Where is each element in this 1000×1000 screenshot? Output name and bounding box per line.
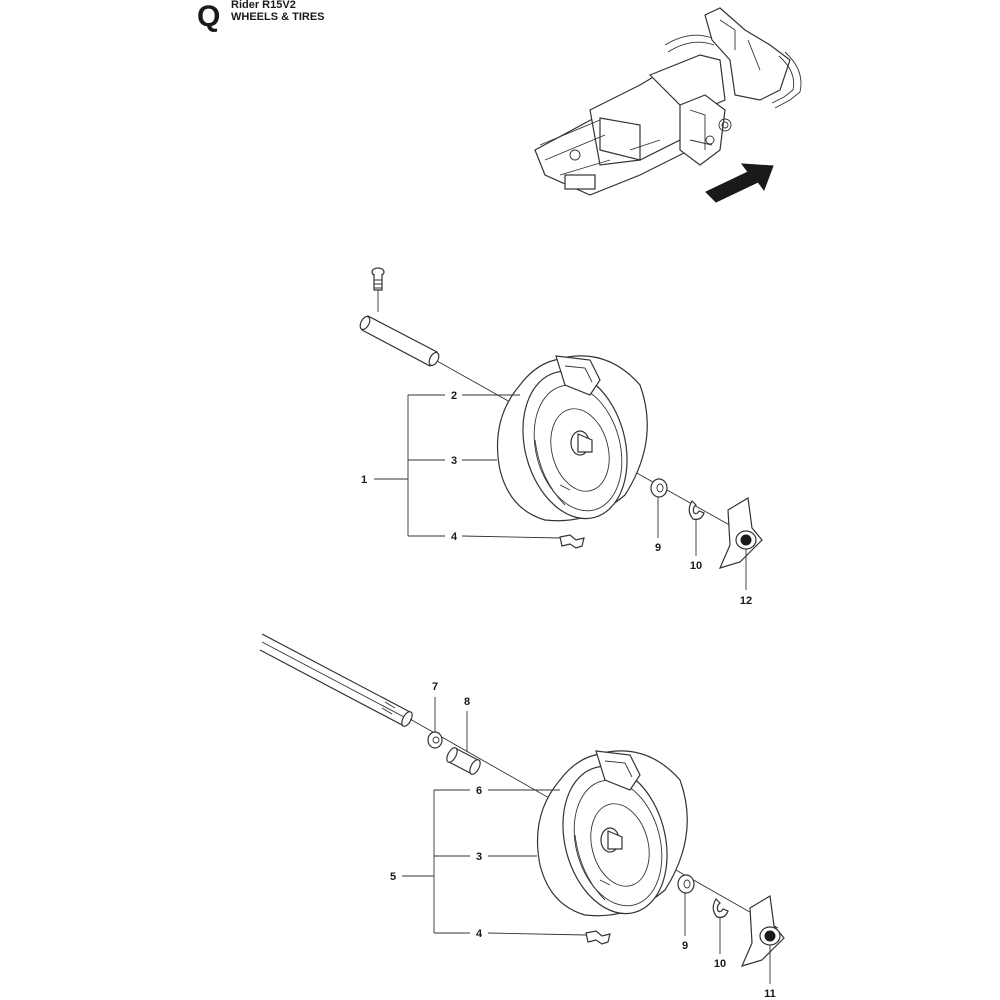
model-name: Rider R15V2 [231, 0, 296, 11]
hub-cap [740, 895, 785, 967]
retaining-clip [688, 500, 705, 520]
callout-4-bottom: 4 [476, 928, 483, 940]
callout-3-top: 3 [451, 455, 457, 467]
flat-washer [650, 478, 668, 498]
callout-12: 12 [740, 595, 752, 607]
flat-washer [677, 874, 695, 894]
tire-valve [585, 930, 611, 945]
callout-6: 6 [476, 785, 482, 797]
section-letter: Q [197, 0, 221, 33]
axle-washer [427, 731, 443, 749]
tractor-frame-overview [534, 7, 802, 196]
page-header: Q Rider R15V2 WHEELS & TIRES [0, 0, 400, 40]
callout-3-bottom: 3 [476, 851, 482, 863]
lower-wheel-assembly: 7 8 5 6 3 4 9 10 11 [259, 633, 785, 1000]
callout-9-top: 9 [655, 542, 661, 554]
callout-5: 5 [390, 871, 396, 883]
tire-valve [559, 534, 585, 549]
upper-wheel-assembly: 1 2 3 4 9 10 12 [359, 267, 763, 607]
section-title: WHEELS & TIRES [231, 11, 325, 23]
retaining-clip [712, 898, 729, 918]
axle-pin [359, 315, 440, 367]
direction-arrow-icon [705, 163, 774, 203]
callout-2: 2 [451, 390, 457, 402]
callout-8: 8 [464, 696, 470, 708]
callout-4-top: 4 [451, 531, 458, 543]
wheel-assembly [496, 355, 648, 522]
callout-9-bottom: 9 [682, 940, 688, 952]
callout-11: 11 [764, 988, 776, 1000]
callout-10-top: 10 [690, 560, 702, 572]
callout-1: 1 [361, 474, 367, 486]
axle-bolt [371, 267, 385, 291]
callout-7: 7 [432, 681, 438, 693]
callout-10-bottom: 10 [714, 958, 726, 970]
axle-shaft [259, 633, 413, 727]
axle-spacer [446, 747, 481, 775]
hub-cap [718, 497, 763, 569]
wheel-assembly [536, 750, 688, 917]
